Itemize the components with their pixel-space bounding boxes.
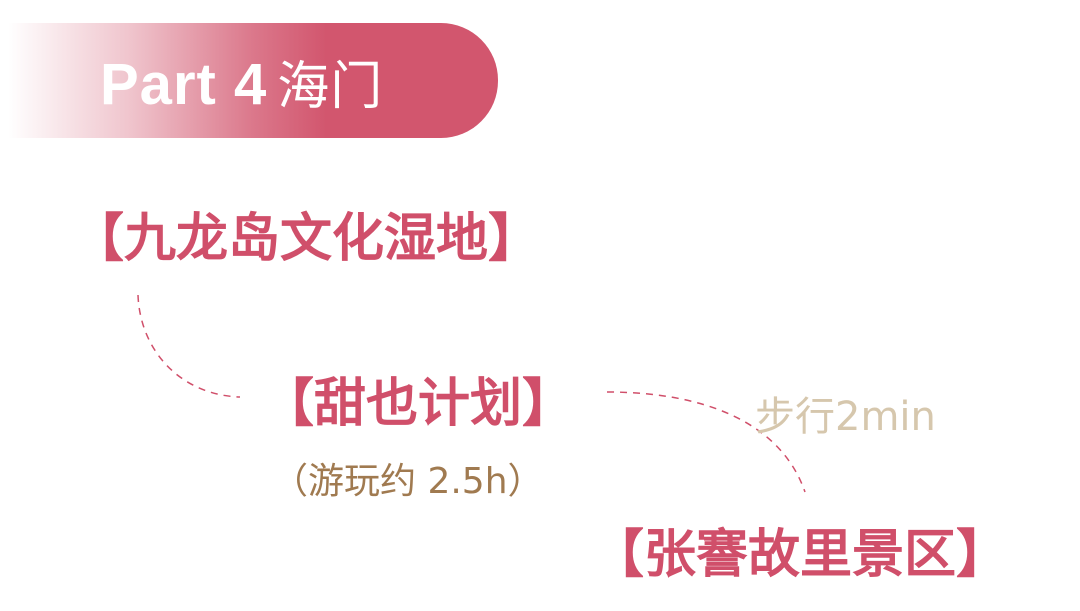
stop-duration: （游玩约 2.5h） [272,461,544,502]
dashed-connector-2 [606,391,806,493]
stop-zhangjian: 【张謇故里景区】 [592,525,1009,585]
dashed-connector-1 [137,294,241,398]
section-banner [8,23,498,138]
city-name: 海门 [277,57,384,117]
stop-jiulongdao: 【九龙岛文化湿地】 [72,209,541,269]
stop-tianye: 【甜也计划】 [262,374,575,434]
transfer-label: 步行2min [755,394,936,440]
part-label: Part 4 [100,52,268,117]
